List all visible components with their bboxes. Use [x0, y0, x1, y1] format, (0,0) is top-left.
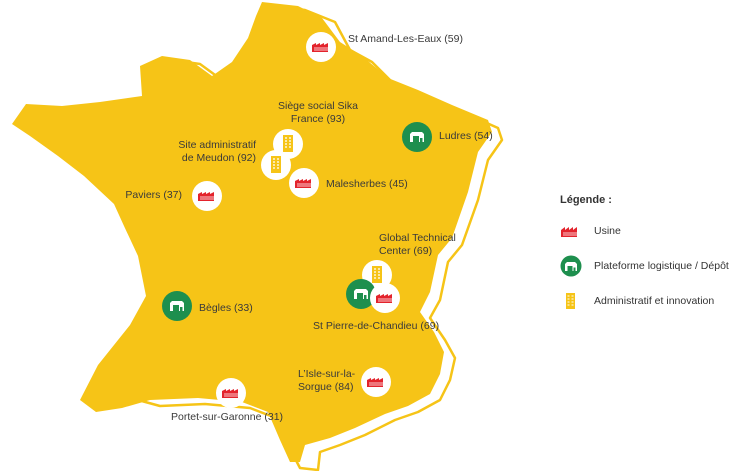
building-icon: [560, 290, 586, 312]
site-label-meudon-line2: de Meudon (92): [181, 152, 256, 164]
site-paviers-pin[interactable]: [191, 180, 223, 212]
site-st-amand-pin[interactable]: [305, 31, 337, 63]
legend-title: Légende :: [560, 194, 612, 206]
site-portet-pin[interactable]: [215, 377, 247, 409]
site-begles-pin[interactable]: [161, 290, 193, 322]
legend-item-label: Plateforme logistique / Dépôt: [594, 260, 729, 272]
site-label-malesherbes: Malesherbes (45): [326, 178, 408, 190]
legend-item-label: Administratif et innovation: [594, 295, 715, 307]
site-label-begles: Bègles (33): [199, 302, 253, 314]
site-ludres-pin[interactable]: [401, 121, 433, 153]
site-malesherbes-pin[interactable]: [288, 167, 320, 199]
building-icon: [261, 150, 291, 180]
site-label-st-pierre: St Pierre-de-Chandieu (69): [313, 320, 440, 332]
france-shape: [12, 2, 492, 462]
site-label-ludres: Ludres (54): [439, 130, 493, 142]
factory-icon: [306, 32, 336, 62]
site-isle-sur-la-sorgue-pin[interactable]: [360, 366, 392, 398]
site-label-isle-sur-la-sorgue-line2: Sorgue (84): [298, 381, 354, 393]
site-label-siege-sika-line2: France (93): [290, 113, 346, 125]
site-st-pierre-warehouse-pin[interactable]: [345, 278, 377, 310]
site-meudon-pin[interactable]: [260, 149, 292, 181]
legend: Légende : Usine Plateforme logistique / …: [560, 194, 750, 325]
legend-item-admin: Administratif et innovation: [560, 290, 750, 312]
site-label-isle-sur-la-sorgue-line1: L’Isle-sur-la-: [298, 368, 356, 380]
factory-icon: [560, 220, 586, 242]
site-label-paviers: Paviers (37): [125, 189, 182, 201]
site-label-meudon-line1: Site administratif: [178, 139, 256, 151]
site-label-isle-sur-la-sorgue: L’Isle-sur-la- Sorgue (84): [298, 368, 355, 394]
warehouse-icon: [402, 122, 432, 152]
factory-icon: [192, 181, 222, 211]
site-label-siege-sika-line1: Siège social Sika: [278, 100, 358, 112]
warehouse-icon: [560, 255, 586, 277]
site-label-global-technical: Global Technical Center (69): [379, 232, 456, 258]
warehouse-icon: [162, 291, 192, 321]
site-label-global-technical-line2: Center (69): [379, 245, 433, 257]
factory-icon: [370, 283, 400, 313]
site-label-st-amand: St Amand-Les-Eaux (59): [348, 33, 463, 45]
site-st-pierre-pin[interactable]: [369, 282, 401, 314]
factory-icon: [216, 378, 246, 408]
site-label-global-technical-line1: Global Technical: [379, 232, 456, 244]
legend-item-label: Usine: [594, 225, 621, 237]
site-label-siege-sika: Siège social Sika France (93): [278, 100, 358, 126]
factory-icon: [361, 367, 391, 397]
factory-icon: [289, 168, 319, 198]
warehouse-icon: [346, 279, 376, 309]
site-label-meudon: Site administratif de Meudon (92): [172, 139, 256, 165]
legend-item-logistique: Plateforme logistique / Dépôt: [560, 255, 750, 277]
site-label-portet: Portet-sur-Garonne (31): [171, 411, 284, 423]
legend-item-usine: Usine: [560, 220, 750, 242]
